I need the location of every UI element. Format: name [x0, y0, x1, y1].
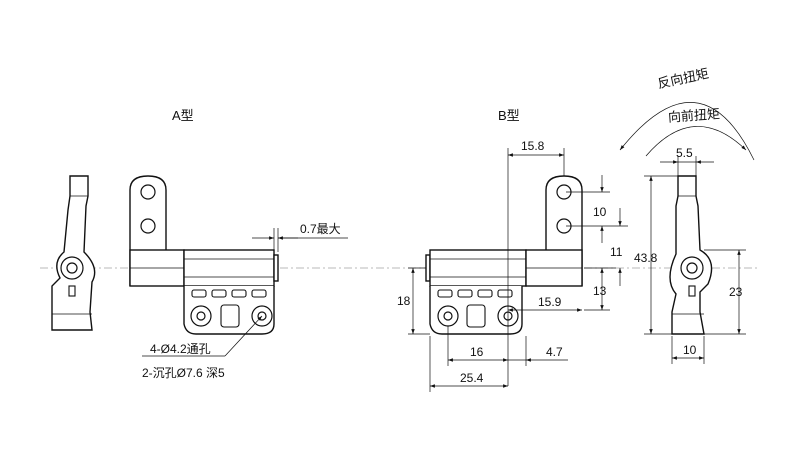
- hole-leader-line: [224, 315, 263, 357]
- dim-23: 23: [729, 285, 743, 299]
- forward-torque-arrow: [645, 126, 747, 157]
- gap-dimension: [252, 228, 348, 252]
- dim-16: 16: [470, 345, 484, 359]
- counterbore-callout: 2-沉孔Ø7.6 深5: [142, 366, 225, 380]
- dim-15-8: 15.8: [521, 139, 545, 153]
- reverse-torque-arrow: [619, 102, 755, 161]
- type-b-dimensions: [408, 148, 628, 392]
- dim-18: 18: [397, 294, 411, 308]
- dim-11: 11: [610, 245, 623, 259]
- type-b-side-view: [669, 175, 713, 335]
- dim-15-9: 15.9: [538, 295, 562, 309]
- type-b-front-view: [425, 175, 583, 335]
- dim-10-height: 10: [593, 205, 607, 219]
- type-a-label: A型: [172, 108, 194, 123]
- type-b-label: B型: [498, 108, 520, 123]
- dim-4-7: 4.7: [546, 345, 563, 359]
- gap-label: 0.7最大: [300, 222, 341, 236]
- dim-10-width: 10: [683, 343, 697, 357]
- dim-13: 13: [593, 284, 607, 298]
- type-a-front-view: [129, 175, 279, 335]
- type-a-side-view: [51, 175, 96, 331]
- through-holes-callout: 4-Ø4.2通孔: [150, 342, 211, 356]
- type-b-side-dimensions: [644, 156, 746, 364]
- dim-43-8: 43.8: [634, 251, 658, 265]
- reverse-torque-label: 反向扭矩: [656, 66, 710, 91]
- dim-25-4: 25.4: [460, 371, 484, 385]
- forward-torque-label: 向前扭矩: [668, 106, 721, 125]
- dim-5-5: 5.5: [676, 146, 693, 160]
